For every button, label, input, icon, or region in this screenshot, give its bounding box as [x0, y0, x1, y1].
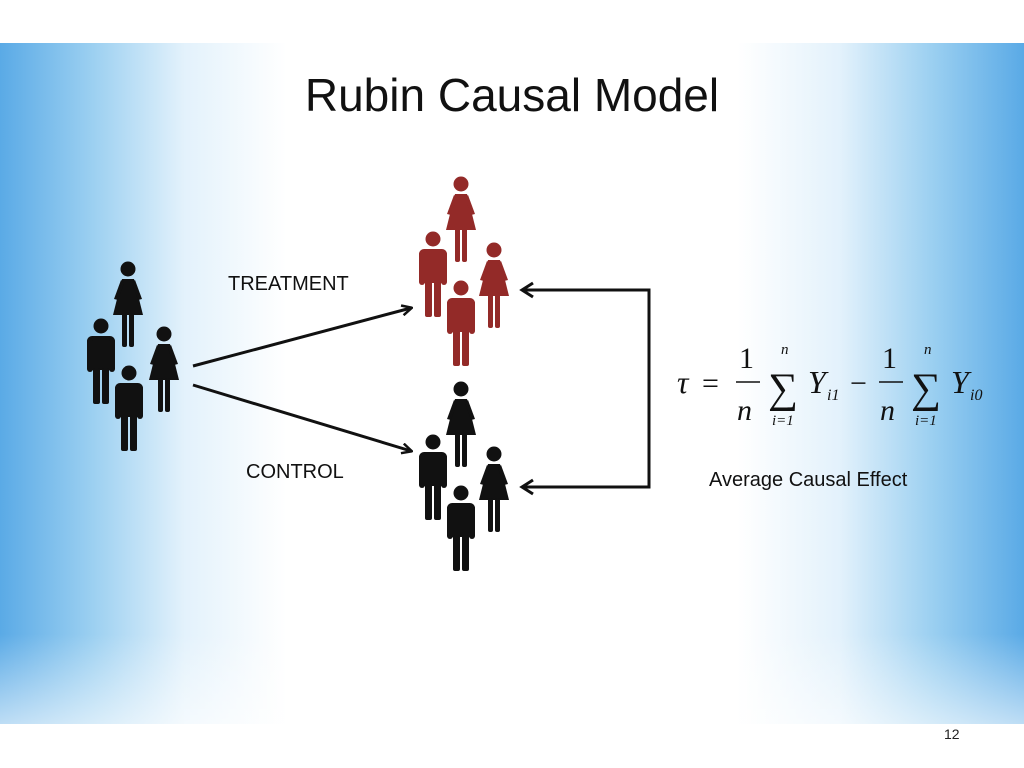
- slide-background: [0, 43, 1024, 724]
- comparison-bracket: [524, 288, 651, 489]
- woman-icon: [149, 326, 179, 412]
- man-icon: [447, 280, 475, 366]
- sum-symbol-2: ∑: [911, 366, 941, 412]
- sum-lower-limit-2: i=1: [915, 413, 937, 429]
- woman-icon: [113, 261, 143, 347]
- outcome-y-control: Y: [951, 364, 972, 400]
- page-number: 12: [944, 726, 960, 742]
- control-arrow: [192, 383, 411, 451]
- treatment-group: [419, 176, 509, 366]
- control-group: [419, 381, 509, 571]
- woman-icon: [446, 381, 476, 467]
- man-icon: [115, 365, 143, 451]
- population-group: [87, 261, 179, 451]
- ace-formula: τ = 1 n n ∑ i=1 Y i1 − 1 n n ∑ i=1 Y i0: [677, 342, 982, 429]
- minus-sign: −: [850, 367, 867, 400]
- sum-lower-limit: i=1: [772, 413, 794, 429]
- treatment-arrow: [192, 308, 411, 368]
- woman-icon: [479, 446, 509, 532]
- man-icon: [87, 318, 115, 404]
- fraction-numerator-2: 1: [882, 342, 897, 375]
- man-icon: [419, 434, 447, 520]
- bracket-arrowhead-top: [519, 281, 534, 299]
- sum-upper-limit-2: n: [924, 342, 932, 358]
- fraction-numerator: 1: [739, 342, 754, 375]
- slide-title: Rubin Causal Model: [304, 69, 720, 121]
- sum-upper-limit: n: [781, 342, 789, 358]
- fraction-denominator-2: n: [880, 394, 895, 427]
- woman-icon: [479, 242, 509, 328]
- tau-symbol: τ: [677, 364, 690, 400]
- fraction-denominator: n: [737, 394, 752, 427]
- equals-sign: =: [702, 367, 719, 400]
- man-icon: [419, 231, 447, 317]
- man-icon: [447, 485, 475, 571]
- bracket-arrowhead-bottom: [519, 478, 534, 496]
- outcome-y-treated: Y: [808, 364, 829, 400]
- treatment-label: TREATMENT: [228, 273, 349, 295]
- effect-label: Average Causal Effect: [709, 469, 908, 491]
- sum-symbol: ∑: [768, 366, 798, 412]
- woman-icon: [446, 176, 476, 262]
- subscript-treated: i1: [827, 387, 839, 404]
- control-label: CONTROL: [246, 461, 344, 483]
- subscript-control: i0: [970, 387, 982, 404]
